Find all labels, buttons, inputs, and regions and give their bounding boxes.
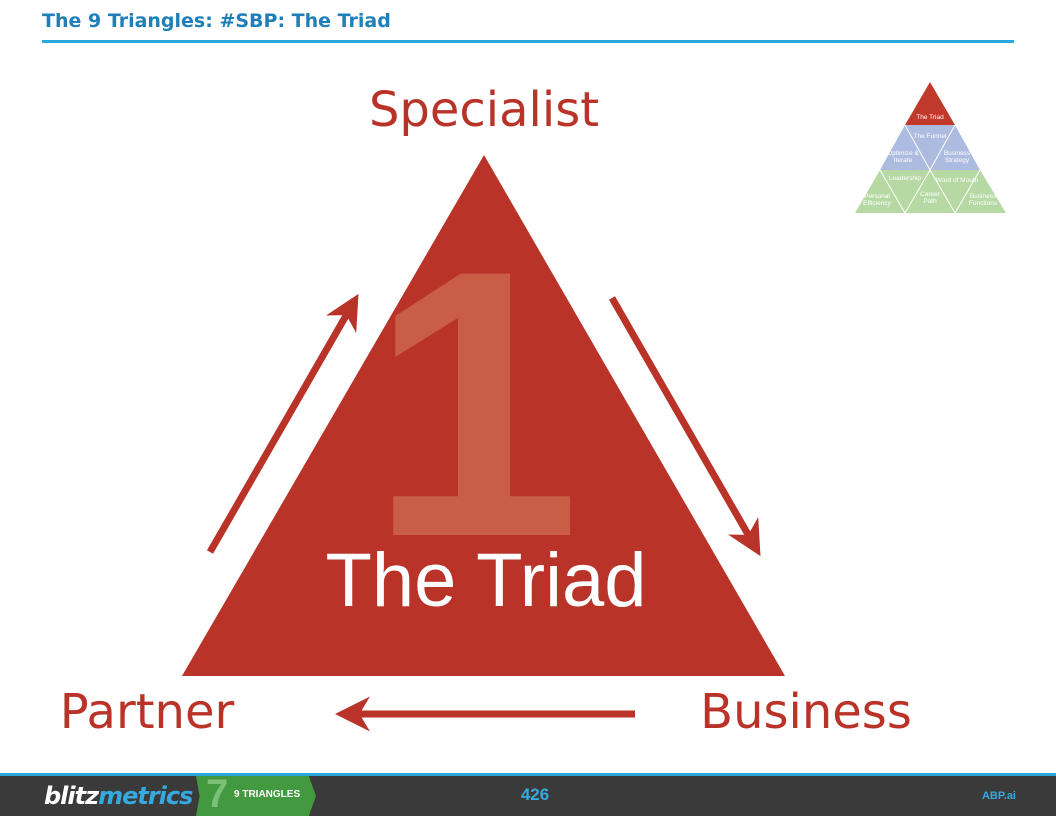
page-number: 426	[520, 785, 550, 804]
nine-triangles-badge: 7 9 TRIANGLES	[196, 776, 316, 816]
big-number: 1	[369, 191, 580, 616]
page-title: The 9 Triangles: #SBP: The Triad	[42, 10, 391, 32]
main-triangle	[182, 155, 785, 676]
footer: blitzmetrics 7 9 TRIANGLES 426 ABP.ai	[0, 773, 1056, 816]
arrow-down-icon	[608, 296, 761, 557]
mini-label: Optimize & Iterate	[887, 150, 919, 164]
mini-label: Career Path	[920, 191, 940, 205]
site-link[interactable]: ABP.ai	[981, 790, 1016, 802]
blitzmetrics-logo: blitzmetrics	[44, 782, 193, 810]
mini-label: Word of Mouth	[935, 177, 979, 184]
mini-label: Leadership	[888, 175, 922, 182]
mini-label: Business Strategy	[943, 150, 971, 164]
title-divider	[42, 40, 1014, 43]
label-specialist: Specialist	[369, 82, 599, 138]
arrow-up-icon	[206, 293, 359, 554]
label-partner: Partner	[60, 684, 235, 740]
center-title: The Triad	[325, 538, 646, 623]
mini-label: The Funnel	[913, 133, 947, 140]
mini-label: Business Functions	[968, 193, 998, 207]
label-business: Business	[700, 684, 912, 740]
triad-diagram: 1 The Triad Specialist Partner Business	[60, 82, 1006, 740]
mini-label: The Triad	[916, 114, 944, 121]
mini-pyramid	[855, 82, 1006, 214]
mini-label: Personal Efficiency	[863, 193, 891, 207]
